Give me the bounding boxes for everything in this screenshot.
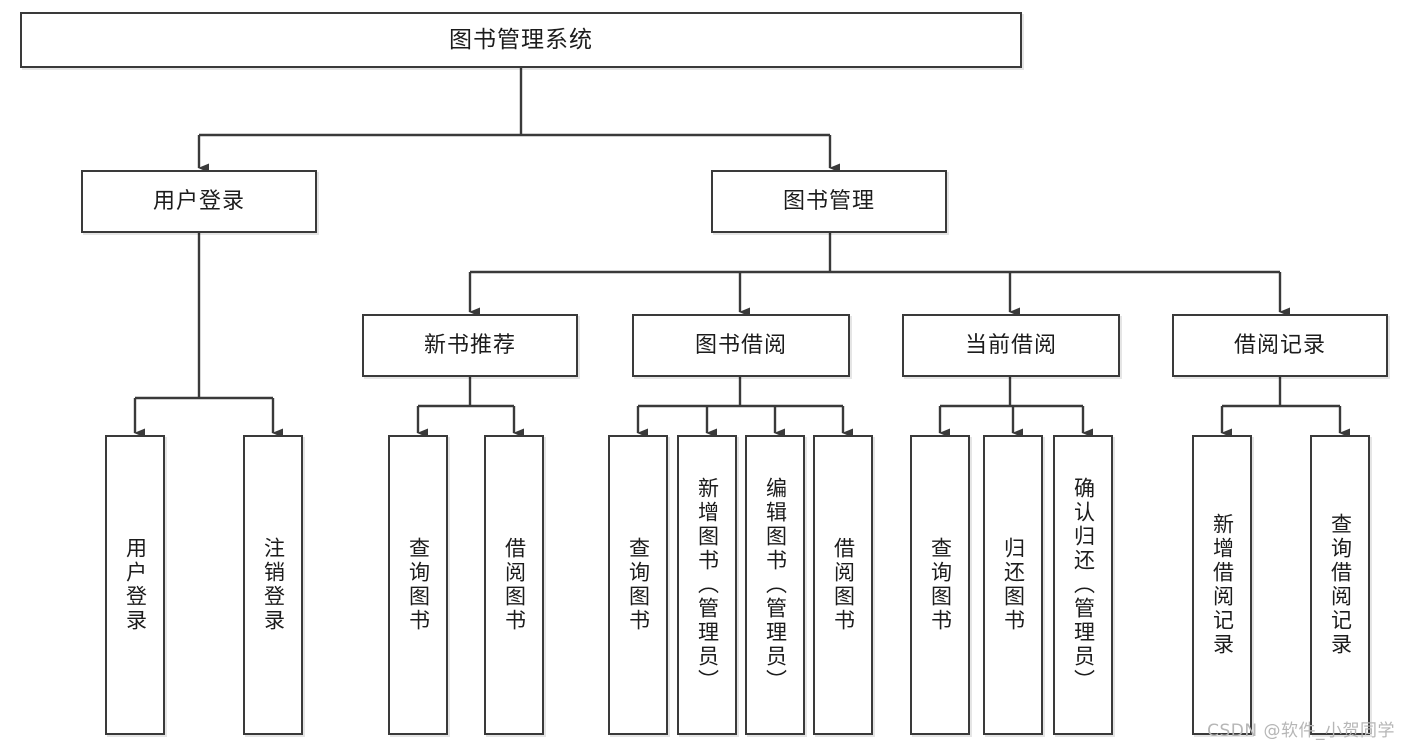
leaf-user-login[interactable]: 用户登录	[105, 435, 165, 735]
leaf-query-borrow-record[interactable]: 查询借阅记录	[1310, 435, 1370, 735]
leaf-borrow-book-label: 借阅图书	[831, 537, 856, 633]
leaf-borrow-book-recommend[interactable]: 借阅图书	[484, 435, 544, 735]
leaf-confirm-return-admin-label: 确认归还（管理员）	[1071, 477, 1096, 693]
leaf-logout-label: 注销登录	[261, 537, 286, 633]
leaf-add-book-admin[interactable]: 新增图书（管理员）	[677, 435, 737, 735]
leaf-return-book-label: 归还图书	[1001, 537, 1026, 633]
node-book-borrow-label: 图书借阅	[694, 332, 787, 358]
node-book-management[interactable]: 图书管理	[711, 170, 947, 233]
leaf-borrow-book[interactable]: 借阅图书	[813, 435, 873, 735]
leaf-query-book-recommend-label: 查询图书	[406, 537, 431, 633]
leaf-add-borrow-record-label: 新增借阅记录	[1210, 513, 1235, 657]
leaf-query-book-borrow[interactable]: 查询图书	[608, 435, 668, 735]
node-borrow-records-label: 借阅记录	[1233, 332, 1326, 358]
node-new-book-recommend[interactable]: 新书推荐	[362, 314, 578, 377]
node-user-login-label: 用户登录	[152, 188, 245, 214]
leaf-confirm-return-admin[interactable]: 确认归还（管理员）	[1053, 435, 1113, 735]
watermark-text: CSDN @软件_小贺同学	[1207, 721, 1395, 741]
node-new-book-recommend-label: 新书推荐	[423, 332, 516, 358]
leaf-borrow-book-recommend-label: 借阅图书	[502, 537, 527, 633]
node-root[interactable]: 图书管理系统	[20, 12, 1022, 68]
leaf-add-book-admin-label: 新增图书（管理员）	[695, 477, 720, 693]
leaf-query-borrow-record-label: 查询借阅记录	[1328, 513, 1353, 657]
leaf-query-book-recommend[interactable]: 查询图书	[388, 435, 448, 735]
leaf-add-borrow-record[interactable]: 新增借阅记录	[1192, 435, 1252, 735]
leaf-user-login-label: 用户登录	[123, 537, 148, 633]
leaf-edit-book-admin-label: 编辑图书（管理员）	[763, 477, 788, 693]
node-borrow-records[interactable]: 借阅记录	[1172, 314, 1388, 377]
leaf-return-book[interactable]: 归还图书	[983, 435, 1043, 735]
node-book-management-label: 图书管理	[782, 188, 875, 214]
leaf-query-book-current-label: 查询图书	[928, 537, 953, 633]
leaf-query-book-borrow-label: 查询图书	[626, 537, 651, 633]
leaf-edit-book-admin[interactable]: 编辑图书（管理员）	[745, 435, 805, 735]
node-root-label: 图书管理系统	[449, 26, 593, 53]
node-current-borrow-label: 当前借阅	[964, 332, 1057, 358]
node-book-borrow[interactable]: 图书借阅	[632, 314, 850, 377]
node-current-borrow[interactable]: 当前借阅	[902, 314, 1120, 377]
node-user-login[interactable]: 用户登录	[81, 170, 317, 233]
leaf-query-book-current[interactable]: 查询图书	[910, 435, 970, 735]
leaf-logout[interactable]: 注销登录	[243, 435, 303, 735]
